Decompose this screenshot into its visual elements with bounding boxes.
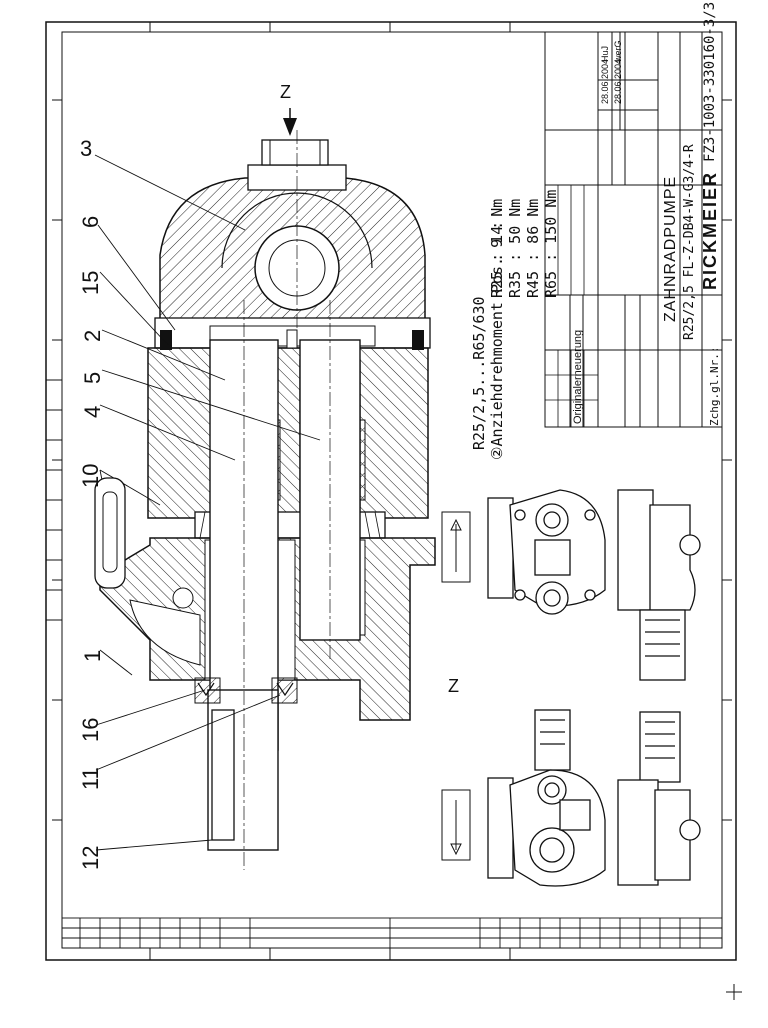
bottom-tables xyxy=(61,917,723,949)
side-view-bottom-left xyxy=(487,709,606,887)
pump-section-view xyxy=(99,130,436,870)
title-type: R25/2,5 FL-Z-DB4-W-G3/4-R xyxy=(682,144,697,340)
balloon-16: 16 xyxy=(78,717,103,742)
torque-value-r35: R35 : 50 Nm xyxy=(506,198,524,298)
balloon-3: 3 xyxy=(80,136,93,161)
remark: Originalerneuerung xyxy=(572,329,584,424)
tolerance-table xyxy=(544,184,599,296)
zeichnung-label: Zchg.gl.Nr.: xyxy=(708,346,721,426)
registration-mark xyxy=(726,984,742,1000)
balloon-5: 5 xyxy=(80,371,105,384)
balloon-4: 4 xyxy=(80,405,105,418)
date-1: 28.06.2004 xyxy=(600,58,610,104)
drawing-number: FZ3-1003-330160-3/3 xyxy=(702,1,718,162)
balloon-11: 11 xyxy=(78,767,103,790)
scale-strip xyxy=(45,379,63,621)
name-1: HuJ xyxy=(600,45,610,62)
arrow-box-upper xyxy=(441,511,471,583)
name-2: werG xyxy=(613,40,623,62)
title-zahnradpumpe: ZAHNRADPUMPE xyxy=(662,175,679,322)
arrow-box-lower xyxy=(441,789,471,861)
balloon-12: 12 xyxy=(78,845,103,870)
balloon-6: 6 xyxy=(78,215,103,228)
balloon-15: 15 xyxy=(78,270,103,295)
series-note: R25/2,5...R65/630 xyxy=(470,296,488,450)
drain-slot-detail xyxy=(94,477,126,589)
torque-value-r25: R25 : 14 Nm xyxy=(488,198,506,298)
date-2: 28.06.2004 xyxy=(613,58,623,104)
zone-ticks xyxy=(52,22,732,960)
company-logo: RICKMEIER xyxy=(700,170,720,290)
side-view-top-right xyxy=(617,489,701,681)
side-view-bottom-right xyxy=(617,711,701,886)
balloon-2: 2 xyxy=(80,329,105,342)
view-label-z-top: Z xyxy=(280,82,291,102)
balloon-10: 10 xyxy=(78,463,103,488)
side-view-top-left xyxy=(487,489,606,615)
revision-table xyxy=(544,349,599,428)
view-arrow-z xyxy=(283,108,297,136)
torque-value-r65: R65 : 150 Nm xyxy=(542,189,560,298)
torque-value-r45: R45 : 86 Nm xyxy=(524,198,542,298)
view-label-z-side: Z xyxy=(448,676,459,696)
balloon-1: 1 xyxy=(80,649,105,662)
leader-lines xyxy=(94,154,321,851)
